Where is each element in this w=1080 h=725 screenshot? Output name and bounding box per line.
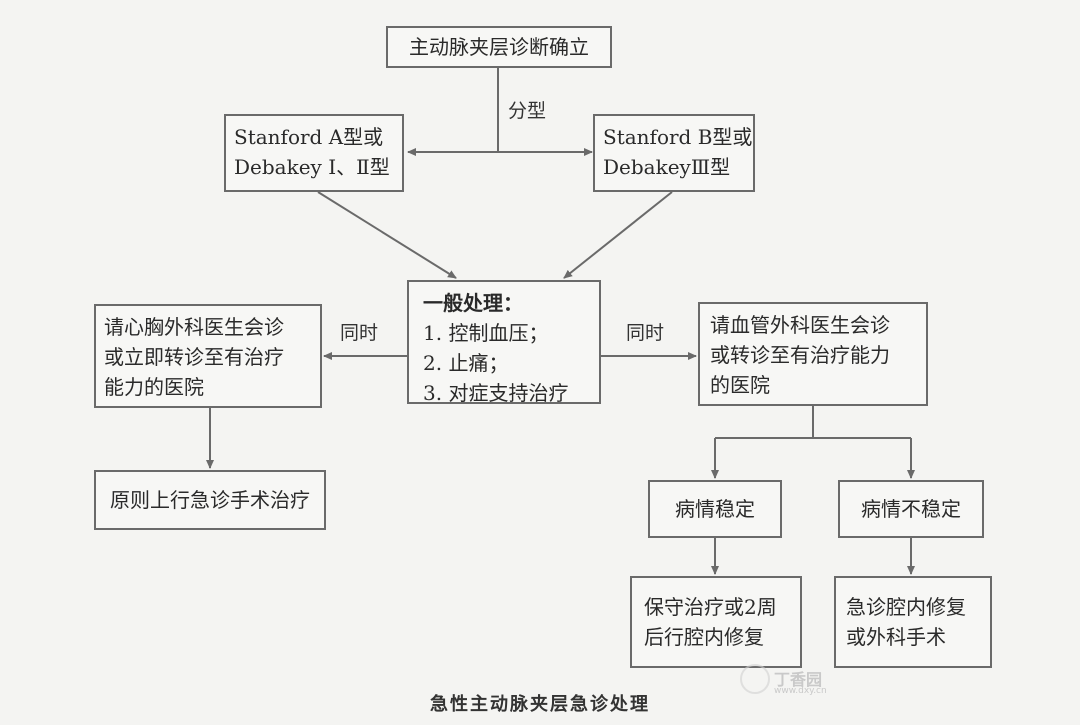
node-diagnosis-text: 主动脉夹层诊断确立 <box>409 35 589 59</box>
node-general-item-1: 1. 控制血压； <box>423 321 549 345</box>
node-general-item-2: 2. 止痛； <box>423 351 509 375</box>
node-left-consult-line-3: 能力的医院 <box>104 375 204 399</box>
node-type-b-line-2: DebakeyⅢ型 <box>603 155 731 179</box>
node-general-item-3: 3. 对症支持治疗 <box>423 381 569 405</box>
label-classify: 分型 <box>508 100 547 122</box>
node-unstable: 病情不稳定 <box>838 480 984 538</box>
node-type-a: Stanford A型或 Debakey Ⅰ、Ⅱ型 <box>224 114 404 192</box>
watermark: 丁香园 www.dxy.cn <box>740 662 850 702</box>
node-left-consult-line-2: 或立即转诊至有治疗 <box>104 345 284 369</box>
node-left-surgery-text: 原则上行急诊手术治疗 <box>110 488 310 512</box>
arrow-type-a-to-general <box>317 191 457 279</box>
node-type-a-line-1: Stanford A型或 <box>234 125 384 149</box>
node-left-consult: 请心胸外科医生会诊 或立即转诊至有治疗 能力的医院 <box>94 304 322 408</box>
node-unstable-text: 病情不稳定 <box>861 497 961 521</box>
node-right-consult: 请血管外科医生会诊 或转诊至有治疗能力 的医院 <box>698 302 928 406</box>
watermark-text: 丁香园 <box>774 670 823 689</box>
node-diagnosis: 主动脉夹层诊断确立 <box>386 26 612 68</box>
watermark-subtext: www.dxy.cn <box>774 686 827 696</box>
node-stable-treatment: 保守治疗或2周 后行腔内修复 <box>630 576 802 668</box>
node-type-b-line-1: Stanford B型或 <box>603 125 753 149</box>
node-type-b: Stanford B型或 DebakeyⅢ型 <box>593 114 755 192</box>
node-right-consult-line-1: 请血管外科医生会诊 <box>710 313 890 337</box>
node-general: 一般处理： 1. 控制血压； 2. 止痛； 3. 对症支持治疗 <box>407 280 601 405</box>
node-stable-text: 病情稳定 <box>675 497 755 521</box>
node-general-title: 一般处理： <box>423 291 523 315</box>
node-left-consult-line-1: 请心胸外科医生会诊 <box>104 315 284 339</box>
node-right-consult-line-2: 或转诊至有治疗能力 <box>710 343 890 367</box>
label-simultaneous-right: 同时 <box>626 322 665 344</box>
arrow-type-b-to-general <box>563 191 673 279</box>
figure-caption: 急性主动脉夹层急诊处理 <box>430 694 650 715</box>
node-stable-treatment-line-2: 后行腔内修复 <box>644 625 764 649</box>
node-stable: 病情稳定 <box>648 480 782 538</box>
node-left-surgery: 原则上行急诊手术治疗 <box>94 470 326 530</box>
watermark-logo-icon <box>740 664 770 694</box>
node-unstable-treatment: 急诊腔内修复 或外科手术 <box>834 576 992 668</box>
node-unstable-treatment-line-1: 急诊腔内修复 <box>846 595 966 619</box>
node-stable-treatment-line-1: 保守治疗或2周 <box>644 595 777 619</box>
node-right-consult-line-3: 的医院 <box>710 373 770 397</box>
label-simultaneous-left: 同时 <box>340 322 379 344</box>
node-type-a-line-2: Debakey Ⅰ、Ⅱ型 <box>234 155 390 179</box>
node-unstable-treatment-line-2: 或外科手术 <box>846 625 946 649</box>
